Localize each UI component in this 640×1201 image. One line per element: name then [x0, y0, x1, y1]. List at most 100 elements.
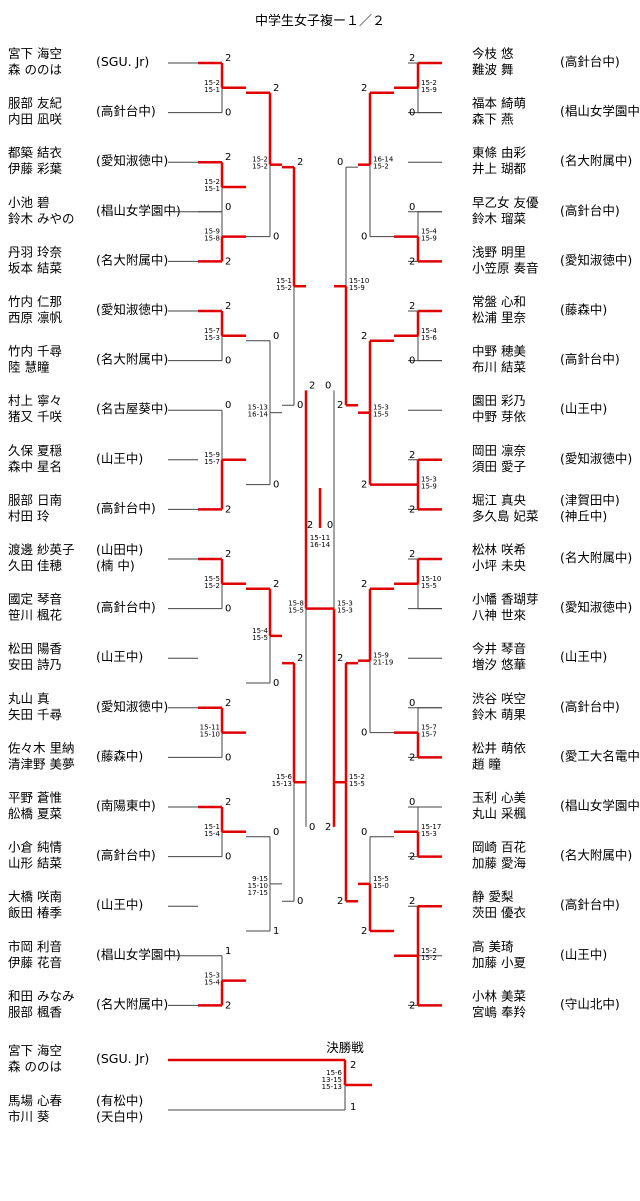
left-entry-14-team: (藤森中) [96, 748, 143, 763]
left-r2-1-top-score: 2 [225, 152, 231, 163]
right-entry-5-player2: 松浦 里奈 [472, 310, 526, 325]
left-entry-16-team: (高針台中) [96, 848, 156, 863]
left-r2-8-set-0: 15-3 [204, 972, 220, 980]
right-entry-13-player1: 渋谷 咲空 [472, 691, 526, 706]
left-entry-5-player2: 西原 凛帆 [8, 310, 62, 325]
left-r2-6-set-0: 15-11 [200, 724, 220, 732]
right-r2-1-set-1: 15-9 [421, 235, 437, 243]
left-r4-1-bottom-score: 0 [297, 896, 303, 907]
right-r3-3-set-0: 15-5 [373, 875, 389, 883]
left-r3-1-top-score: 0 [273, 331, 279, 342]
left-entry-13-player2: 矢田 千尋 [8, 707, 62, 722]
left-entry-16-player2: 山形 結菜 [8, 856, 62, 871]
right-r4-1-top-score: 2 [337, 653, 343, 664]
left-entry-2-player2: 伊藤 彩葉 [8, 161, 62, 176]
center-set-0: 15-11 [310, 534, 330, 542]
right-entry-11-player1: 小幡 香瑚芽 [472, 592, 538, 607]
right-r2-2-set-1: 15-6 [421, 334, 437, 342]
right-r4-0-set-1: 15-9 [349, 284, 365, 292]
right-entry-9-team: (津賀田中) [560, 492, 620, 507]
center-left-score: 2 [307, 520, 313, 531]
right-entry-17-team: (高針台中) [560, 897, 620, 912]
right-r4-1-set-1: 15-5 [349, 780, 365, 788]
left-entry-17-player2: 飯田 椿季 [8, 905, 62, 920]
left-entry-11-player1: 國定 琴音 [8, 592, 62, 607]
left-entry-3-team: (椙山女学園中) [96, 203, 181, 218]
right-entry-7-player1: 園田 彩乃 [472, 393, 526, 408]
page-title: 中学生女子複ー１／２ [254, 14, 385, 29]
right-r2-0-top-score: 2 [409, 53, 415, 64]
left-entry-15-player1: 平野 蒼惟 [8, 790, 62, 805]
right-entry-18-team: (山王中) [560, 947, 607, 962]
left-r3-0-set-1: 15-2 [252, 163, 268, 171]
left-entry-7-team: (名古屋葵中) [96, 401, 168, 416]
right-r2-3-bottom-score: 2 [409, 504, 415, 515]
right-entry-17-player1: 静 愛梨 [472, 889, 514, 904]
left-entry-1-team: (高針台中) [96, 104, 156, 119]
left-r2-0-bottom-score: 0 [225, 108, 231, 119]
left-entry-13-player1: 丸山 真 [8, 691, 49, 706]
left-entry-13-team: (愛知淑徳中) [96, 699, 168, 714]
right-r3-1-bottom-score: 2 [361, 480, 367, 491]
final-set-0: 15-6 [326, 1069, 342, 1077]
right-r2-3-top-score: 2 [409, 450, 415, 461]
left-r2-6-set-1: 15-10 [200, 731, 220, 739]
right-r3-2-set-0: 15-9 [373, 652, 389, 660]
left-entry-6-player1: 竹内 千尋 [8, 344, 62, 359]
left-r2-8-set-1: 15-4 [204, 979, 220, 987]
right-r2-3-set-1: 15-9 [421, 483, 437, 491]
left-entry-10-team: (山田中) [96, 542, 143, 557]
right-sf-top-score: 0 [325, 380, 331, 391]
left-sf-set-1: 15-5 [288, 607, 304, 615]
left-r2-4-set-1: 15-7 [204, 458, 220, 466]
right-r4-0-bottom-score: 2 [337, 400, 343, 411]
left-r2-5-bottom-score: 0 [225, 604, 231, 615]
left-r2-3-set-0: 15-7 [204, 327, 220, 335]
right-r3-1-set-0: 15-3 [373, 404, 389, 412]
left-entry-5-team: (愛知淑徳中) [96, 302, 168, 317]
left-entry-7-player2: 猪又 千咲 [8, 409, 62, 424]
left-r4-1-set-1: 15-13 [272, 780, 292, 788]
left-entry-15-player2: 舩橋 夏菜 [8, 806, 62, 821]
right-entry-7-player2: 中野 芽依 [472, 409, 526, 424]
left-entry-19-player2: 服部 楓香 [8, 1004, 62, 1019]
left-entry-19-player1: 和田 みなみ [8, 988, 74, 1003]
left-entry-14-player1: 佐々木 里納 [8, 740, 74, 755]
left-r2-5-top-score: 2 [225, 549, 231, 560]
right-entry-12-player2: 増汐 悠華 [472, 657, 526, 672]
left-entry-10-player1: 渡邊 紗英子 [8, 542, 74, 557]
right-r3-1-top-score: 2 [361, 331, 367, 342]
left-entry-18-player2: 伊藤 花音 [8, 955, 62, 970]
final-top-score: 2 [350, 1060, 356, 1071]
right-entry-10-player1: 松林 咲希 [472, 542, 526, 557]
left-r2-3-set-1: 15-3 [204, 334, 220, 342]
right-r4-0-top-score: 0 [337, 157, 343, 168]
right-r3-3-set-1: 15-0 [373, 882, 389, 890]
left-r2-8-top-score: 1 [225, 946, 231, 957]
center-right-score: 0 [327, 520, 333, 531]
right-r3-0-set-1: 15-2 [373, 163, 389, 171]
left-r2-2-bottom-score: 2 [225, 256, 231, 267]
right-entry-12-player1: 今井 琴音 [472, 641, 526, 656]
right-entry-1-team: (椙山女学園中) [560, 104, 640, 119]
right-entry-19-player1: 小林 美菜 [472, 988, 526, 1003]
left-entry-15-team: (南陽東中) [96, 798, 156, 813]
left-r3-2-bottom-score: 0 [273, 678, 279, 689]
right-entry-19-player2: 宮嶋 奉羚 [472, 1004, 526, 1019]
right-entry-10-player2: 小坪 未央 [472, 558, 526, 573]
left-entry-11-team: (高針台中) [96, 600, 156, 615]
right-entry-15-player1: 玉利 心美 [472, 790, 526, 805]
right-entry-15-player2: 丸山 采楓 [472, 806, 526, 821]
right-r2-0-bottom-score: 0 [409, 108, 415, 119]
right-entry-5-player1: 常盤 心和 [472, 294, 526, 309]
right-sf-bottom-score: 2 [325, 822, 331, 833]
right-r2-6-bottom-score: 2 [409, 852, 415, 863]
right-r3-0-bottom-score: 0 [361, 232, 367, 243]
left-entry-10-team2: (楠 中) [96, 558, 135, 573]
right-r2-3-set-0: 15-3 [421, 476, 437, 484]
right-r3-1-set-1: 15-5 [373, 411, 389, 419]
right-entry-2-player2: 井上 瑚都 [472, 161, 526, 176]
left-r2-5-set-1: 15-2 [204, 582, 220, 590]
right-r2-6-set-0: 15-17 [421, 823, 441, 831]
left-r4-0-set-0: 15-1 [276, 277, 292, 285]
